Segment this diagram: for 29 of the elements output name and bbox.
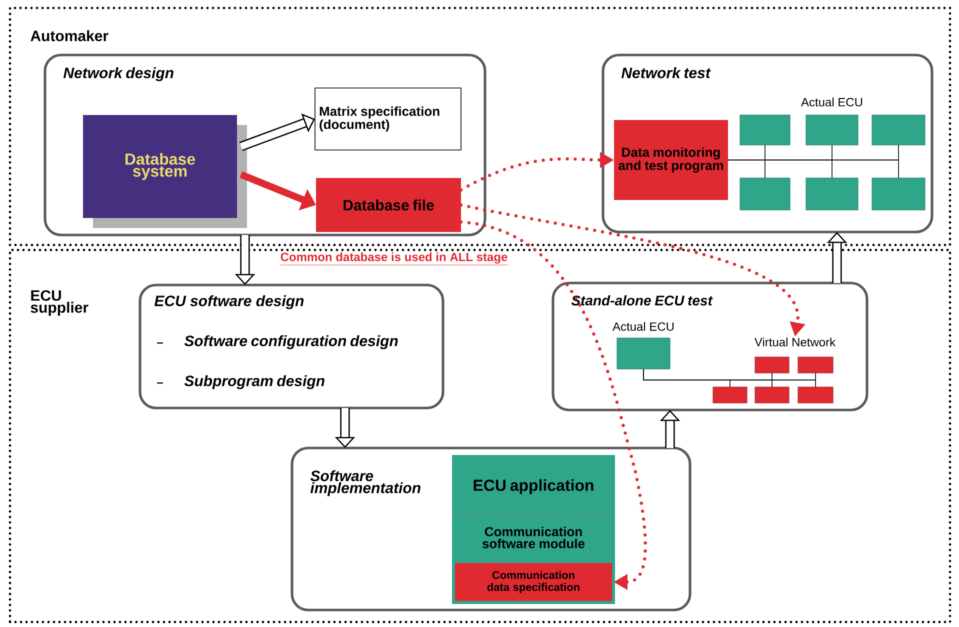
box-caption: Actual ECU (612, 322, 674, 331)
ecu-box (806, 178, 858, 210)
node-label: Communication software module (482, 526, 585, 548)
ecu-box (798, 386, 834, 404)
ecu-box (754, 386, 790, 404)
document-box: Matrix specification (document) (314, 88, 462, 150)
ecu-box (712, 386, 748, 404)
module-box: Communication software module (452, 514, 616, 560)
group-label: Actual ECU (801, 98, 862, 106)
application-box: ECU application (452, 455, 615, 515)
ecu-box (740, 114, 790, 146)
file-box: Database file (316, 178, 461, 232)
bus-line (643, 368, 816, 388)
ecu-box (806, 114, 858, 146)
program-box: Data monitoring and test program (614, 120, 728, 200)
database-box: Database system (83, 115, 247, 228)
ecu-box (754, 356, 790, 374)
ecu-box (872, 178, 926, 210)
dotted-arrow (459, 220, 647, 590)
stage-box: ECU software design Software configuration design Subprogram design (138, 284, 444, 410)
hollow-arrow (239, 113, 315, 151)
banner-text: Common database is used in ALL stage (280, 252, 508, 266)
ecu-box (798, 356, 834, 374)
ecu-box (872, 114, 926, 146)
node-label: ECU application (474, 479, 594, 494)
network-label: Virtual Network (754, 338, 836, 346)
bus-line (728, 160, 899, 178)
specification-box: Communication data specification (452, 560, 615, 604)
ecu-box (740, 178, 790, 210)
